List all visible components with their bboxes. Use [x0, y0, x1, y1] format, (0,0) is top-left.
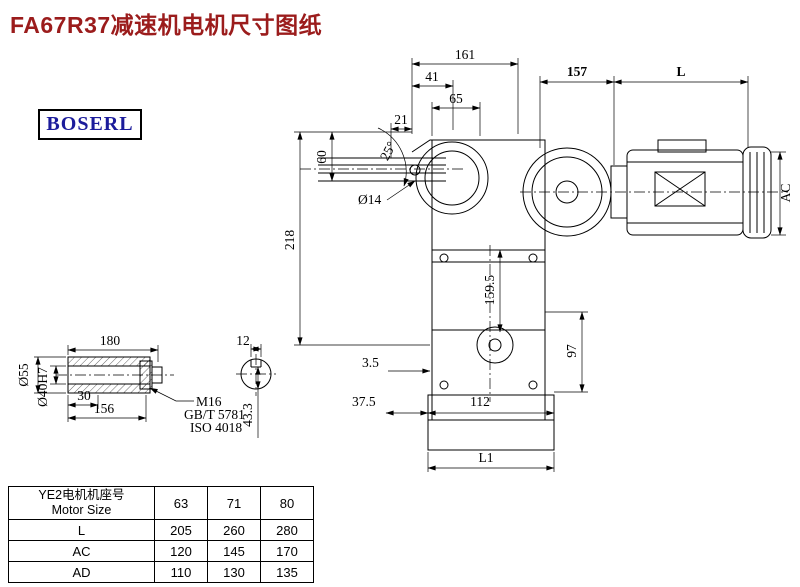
brand-logo-box: BOSERL: [38, 109, 142, 140]
header-motor-size: YE2电机机座号 Motor Size: [8, 486, 155, 520]
motor-size-table: YE2电机机座号 Motor Size 63 71 80 L 205 260 2…: [8, 486, 314, 583]
dim-label-3-5: 3.5: [362, 355, 379, 370]
page-title: FA67R37减速机电机尺寸图纸: [10, 12, 323, 38]
dim-label-dia55: Ø55: [16, 363, 31, 386]
dim-label-dia40h7: Ø40H7: [35, 367, 50, 407]
dim-label-L1: L1: [479, 450, 494, 465]
dim-label-43-3: 43.3: [240, 403, 255, 427]
dimension-lines: [35, 61, 783, 471]
dim-label-30: 30: [77, 388, 91, 403]
cell-AC-71: 145: [207, 540, 261, 562]
dim-label-dia14: Ø14: [358, 192, 381, 207]
standard-label-iso: ISO 4018: [190, 420, 242, 435]
dim-label-41: 41: [425, 69, 439, 84]
table-row-L: L 205 260 280: [8, 519, 314, 541]
header-motor-size-cn: YE2电机机座号: [38, 488, 125, 502]
dim-label-60: 60: [314, 150, 329, 164]
extension-lines: [34, 58, 786, 472]
brand-logo-text: BOSERL: [46, 113, 134, 135]
dim-label-12: 12: [236, 333, 250, 348]
cell-L-71: 260: [207, 519, 261, 541]
header-frame-71: 71: [207, 486, 261, 520]
dim-label-angle-25: 25°: [377, 139, 399, 163]
header-frame-80: 80: [260, 486, 314, 520]
cell-AD-71: 130: [207, 561, 261, 583]
cell-AD-80: 135: [260, 561, 314, 583]
header-motor-size-en: Motor Size: [51, 503, 112, 517]
cell-L-63: 205: [154, 519, 208, 541]
dim-label-21: 21: [394, 112, 408, 127]
cell-AC-80: 170: [260, 540, 314, 562]
row-label-AC: AC: [8, 540, 155, 562]
gearbox-housing-outline: [300, 139, 555, 451]
dim-label-157: 157: [567, 64, 588, 79]
dim-label-112: 112: [470, 394, 490, 409]
cell-AC-63: 120: [154, 540, 208, 562]
header-frame-63: 63: [154, 486, 208, 520]
cell-AD-63: 110: [154, 561, 208, 583]
dim-label-161: 161: [455, 47, 475, 62]
standard-label-gbt: GB/T 5781: [184, 407, 245, 422]
dim-label-159-5: 159.5: [482, 275, 497, 306]
dim-label-65: 65: [449, 91, 463, 106]
row-label-L: L: [8, 519, 155, 541]
motor-outline: [520, 139, 788, 239]
dim-label-L: L: [676, 64, 685, 79]
dim-label-37-5: 37.5: [352, 394, 376, 409]
shaft-detail-outline: [56, 354, 276, 396]
table-row-AD: AD 110 130 135: [8, 561, 314, 583]
dim-label-218: 218: [282, 230, 297, 251]
dim-label-180: 180: [100, 333, 121, 348]
dim-label-AC: AC: [778, 184, 793, 203]
technical-drawing: 161 41 65 21 157 L 60 218 Ø14 25° 159.5 …: [16, 47, 793, 472]
row-label-AD: AD: [8, 561, 155, 583]
cell-L-80: 280: [260, 519, 314, 541]
table-header-row: YE2电机机座号 Motor Size 63 71 80: [8, 486, 314, 520]
dim-label-97: 97: [564, 344, 579, 358]
table-row-AC: AC 120 145 170: [8, 540, 314, 562]
thread-label-m16: M16: [196, 394, 222, 409]
dim-label-156: 156: [94, 401, 115, 416]
